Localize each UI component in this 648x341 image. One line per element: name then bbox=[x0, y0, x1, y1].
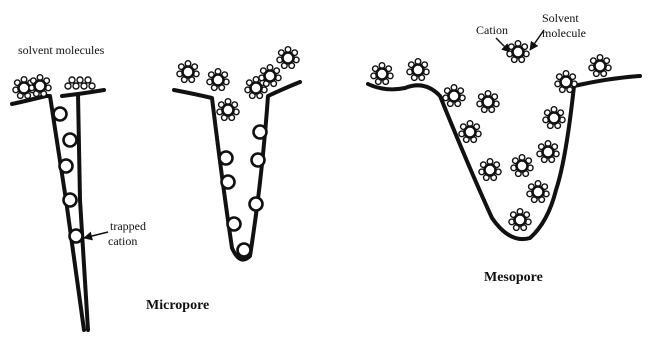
solvent-molecules-label: solvent molecules bbox=[18, 44, 104, 57]
solvated-cation-icon bbox=[407, 59, 429, 81]
trapped-cation-icon bbox=[250, 198, 263, 211]
solvated-cation-icon bbox=[507, 41, 529, 63]
solvated-cation-icon bbox=[217, 99, 239, 121]
solvated-cation-icon bbox=[459, 121, 481, 143]
trapped-cation-icon bbox=[54, 108, 67, 121]
solvated-cation-icon bbox=[589, 55, 611, 77]
solvated-cation-icon bbox=[207, 69, 229, 91]
cation-legend-label: Cation bbox=[476, 24, 508, 37]
solvated-cation-icon bbox=[537, 141, 559, 163]
trapped-cation-icon bbox=[222, 176, 235, 189]
molecule-legend-label: molecule bbox=[542, 27, 586, 40]
micropore-label: Micropore bbox=[146, 298, 209, 314]
mesopore-label: Mesopore bbox=[484, 270, 543, 286]
trapped-cation-icon bbox=[70, 230, 83, 243]
solvent-molecule-icon bbox=[65, 83, 71, 89]
solvent-molecule-icon bbox=[89, 83, 95, 89]
trapped-cation-arrow bbox=[84, 232, 108, 238]
solvent-molecule-icon bbox=[69, 77, 75, 83]
cation-arrow bbox=[496, 38, 510, 52]
trapped-cation-icon bbox=[228, 218, 241, 231]
solvated-cation-icon bbox=[509, 209, 531, 231]
trapped-cation-icon bbox=[238, 244, 251, 257]
trapped-cation-icon bbox=[60, 160, 73, 173]
trapped-cation-icon bbox=[220, 152, 233, 165]
trapped-cation-icon bbox=[64, 194, 77, 207]
trapped-label: trapped bbox=[110, 220, 146, 233]
trapped-cation-icon bbox=[64, 134, 77, 147]
solvated-cation-icon bbox=[371, 63, 393, 85]
solvent-legend-label: Solvent bbox=[542, 12, 579, 25]
solvent-molecule-icon bbox=[81, 83, 87, 89]
trapped-cation-icon bbox=[252, 154, 265, 167]
solvated-cation-icon bbox=[443, 85, 465, 107]
solvated-cation-icon bbox=[277, 47, 299, 69]
solvated-cation-icon bbox=[511, 155, 533, 177]
mesopore-wall bbox=[368, 76, 640, 239]
solvated-cation-icon bbox=[527, 181, 549, 203]
solvated-cation-icon bbox=[543, 107, 565, 129]
cation-label-under-trapped: cation bbox=[108, 235, 137, 248]
trapped-cation-icon bbox=[254, 126, 267, 139]
solvent-molecule-icon bbox=[85, 77, 91, 83]
solvated-cation-icon bbox=[177, 61, 199, 83]
solvent-molecule-icon bbox=[77, 77, 83, 83]
solvent-molecule-icon bbox=[73, 83, 79, 89]
solvated-cation-icon bbox=[479, 159, 501, 181]
micropore-slit-wall-left bbox=[12, 96, 84, 330]
solvated-cation-icon bbox=[477, 91, 499, 113]
